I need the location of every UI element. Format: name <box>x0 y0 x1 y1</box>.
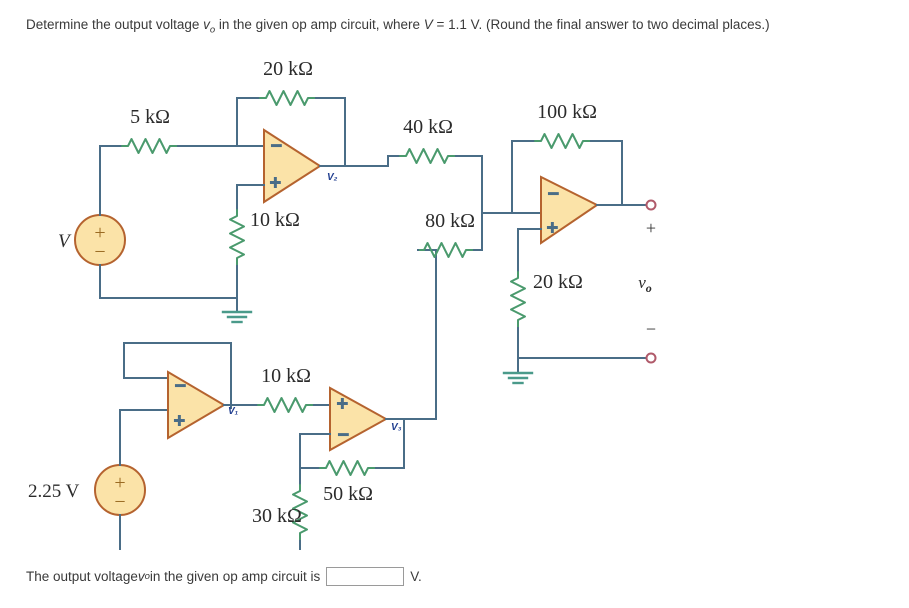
opamp-A2 <box>263 128 322 204</box>
opamp-A4-noninverting-sign: + <box>547 218 558 239</box>
resistor-label-10k-input: 10 kΩ <box>250 209 300 231</box>
opamp-A1 <box>167 370 226 440</box>
opamp-A3-inverting-sign: − <box>338 425 349 446</box>
resistor-label-40k: 40 kΩ <box>403 116 453 138</box>
resistor-label-80k: 80 kΩ <box>425 210 475 232</box>
question-vo-subscript: o <box>209 24 216 36</box>
resistor-label-100k: 100 kΩ <box>537 101 597 123</box>
output-minus-sign: − <box>646 319 656 339</box>
answer-vo-symbol: v <box>137 569 145 584</box>
output-terminal-positive <box>645 199 657 211</box>
resistor-label-30k: 30 kΩ <box>252 505 302 527</box>
answer-unit: V. <box>410 569 422 584</box>
resistor-label-5k: 5 kΩ <box>130 106 170 128</box>
source-label-2p25: 2.25 V <box>28 481 80 502</box>
question-v-value: = 1.1 V. (Round the final answer to two … <box>432 17 770 32</box>
resistor-label-20k-feedback: 20 kΩ <box>263 58 313 80</box>
output-terminal-negative <box>645 352 657 364</box>
output-plus-sign: + <box>646 218 656 238</box>
answer-mid: in the given op amp circuit is <box>149 569 321 584</box>
answer-vo-subscript: o <box>144 571 150 582</box>
opamp-A2-inverting-sign: − <box>271 136 282 157</box>
question-prompt: Determine the output voltage vo in the g… <box>26 16 896 40</box>
opamp-A2-noninverting-sign: + <box>270 173 281 194</box>
question-v-symbol: V <box>423 17 433 32</box>
opamp-A4 <box>540 175 599 245</box>
node-label-V2: V₂ <box>327 172 338 183</box>
node-label-V1: V₁ <box>228 406 239 417</box>
question-vo-symbol: v <box>203 17 210 32</box>
opamp-A1-inverting-sign: − <box>175 376 186 397</box>
node-label-V3: V₃ <box>391 422 402 433</box>
source-V-plus: + <box>94 222 105 244</box>
question-mid: in the given op amp circuit, where <box>215 17 424 32</box>
resistor-label-10k-series: 10 kΩ <box>261 365 311 387</box>
opamp-A3 <box>329 386 389 452</box>
source-V-minus: − <box>94 241 105 263</box>
source-2p25-plus: + <box>114 472 125 494</box>
opamp-A1-noninverting-sign: + <box>174 411 185 432</box>
output-label-vo: vo <box>638 273 652 295</box>
source-label-V: V <box>58 231 72 252</box>
answer-prefix: The output voltage <box>26 569 138 584</box>
source-2p25-minus: − <box>114 491 125 513</box>
circuit-diagram: − + − + + − <box>0 40 909 550</box>
resistor-label-20k-ground: 20 kΩ <box>533 271 583 293</box>
opamp-A4-inverting-sign: − <box>548 184 559 205</box>
output-label-vo-main: v <box>638 273 646 292</box>
answer-input-field[interactable] <box>326 567 405 586</box>
opamp-A3-noninverting-sign: + <box>337 394 348 415</box>
circuit-svg: − + − + + − <box>28 58 657 550</box>
resistor-label-50k: 50 kΩ <box>323 483 373 505</box>
question-prefix: Determine the output voltage <box>26 17 204 32</box>
output-label-vo-sub: o <box>646 281 652 295</box>
